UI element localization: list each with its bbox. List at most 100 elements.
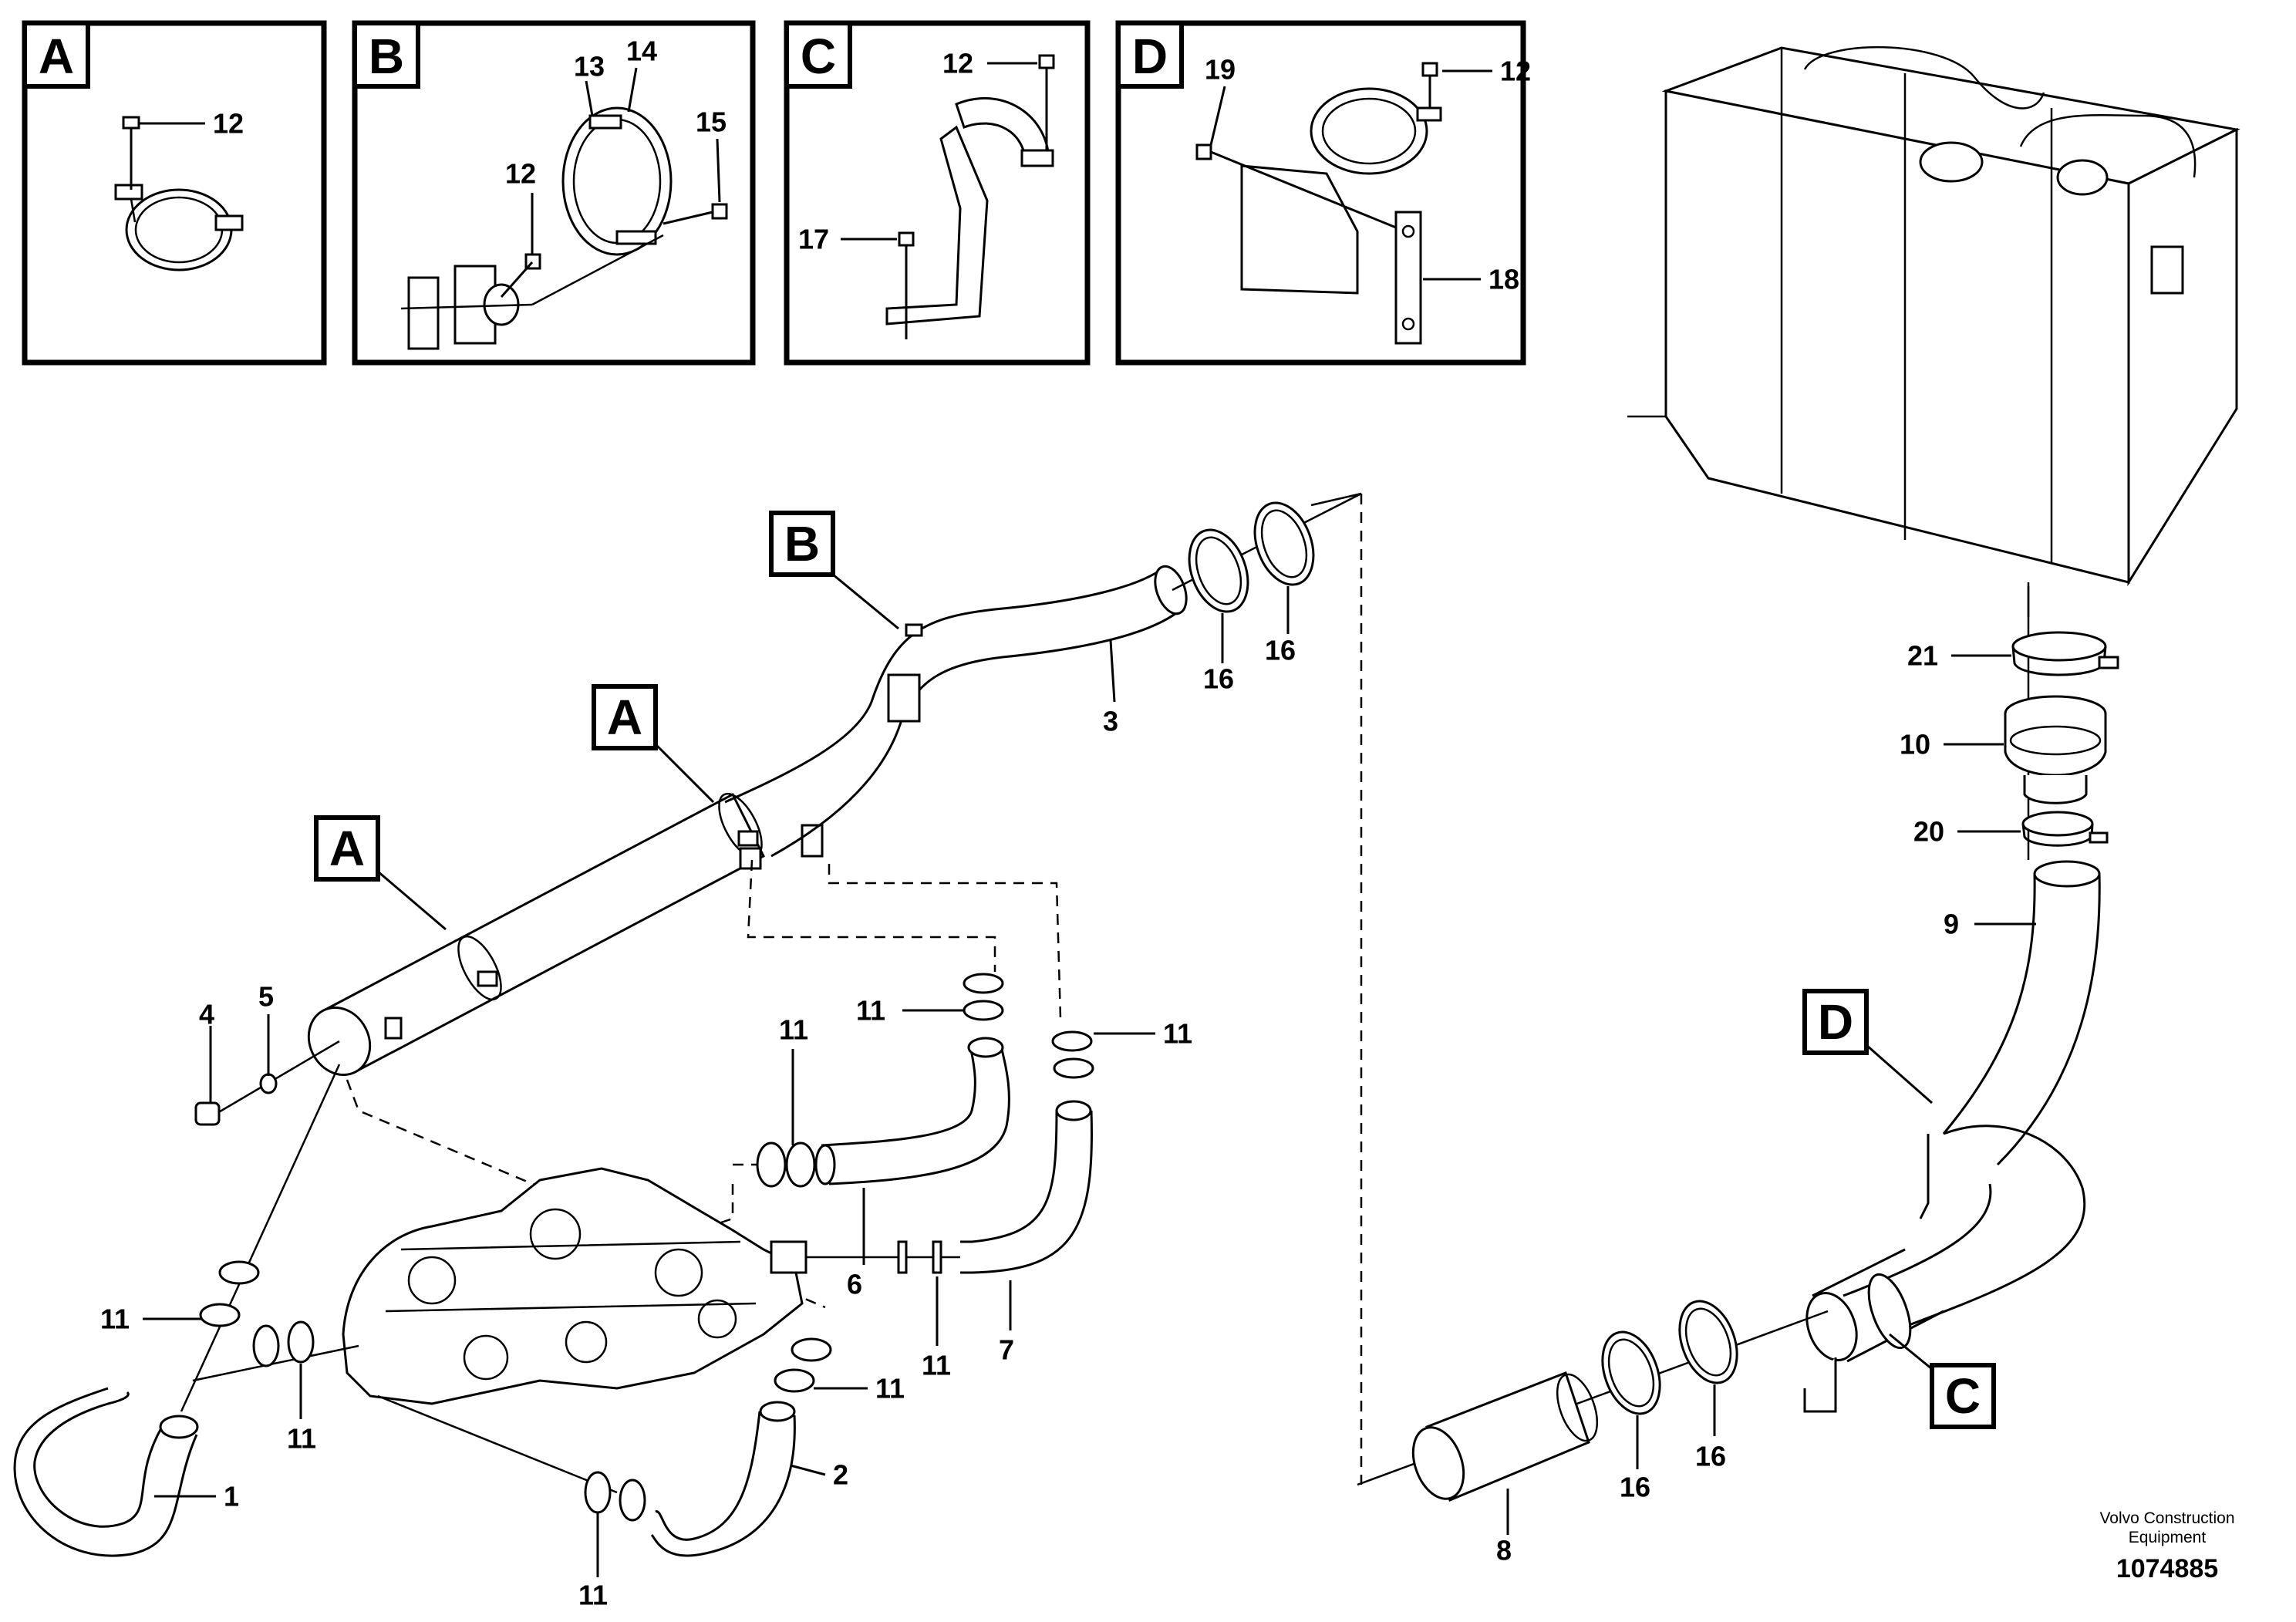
callout-11-hose7: 11 [1163, 1018, 1192, 1050]
callout-12-detail-c: 12 [942, 48, 973, 79]
detail-tag-b-main: B [784, 516, 820, 572]
washer-5 [259, 1073, 278, 1094]
callout-12-detail-d: 12 [1500, 56, 1531, 87]
detail-tag-a-upper-main: A [607, 690, 642, 745]
callout-2: 2 [833, 1459, 848, 1491]
callout-21: 21 [1907, 640, 1938, 672]
callout-11-hose6-left: 11 [779, 1014, 808, 1046]
detail-view-a: A 12 [22, 20, 327, 366]
clamp-11-hose7-left-b [932, 1240, 942, 1274]
callout-4: 4 [199, 999, 214, 1030]
clamp-11-hose7-left-a [897, 1240, 908, 1274]
pipe-8 [1411, 1371, 1599, 1502]
callout-20: 20 [1913, 816, 1944, 848]
callout-3: 3 [1103, 706, 1118, 737]
callout-16-a: 16 [1203, 663, 1234, 695]
pipe-9 [1942, 860, 2101, 1166]
bracket-plates [400, 265, 533, 350]
pipe-3 [724, 565, 1188, 858]
clamp-11-hose2-mid [774, 1368, 815, 1393]
brand-line-1: Volvo Construction [2099, 1509, 2234, 1527]
callout-16-b: 16 [1265, 635, 1296, 666]
bolt-12-d [1421, 62, 1438, 108]
routing-dashed-7 [828, 864, 1062, 1019]
callout-7: 7 [999, 1334, 1014, 1366]
hose-6 [814, 1037, 1010, 1185]
callout-14: 14 [626, 35, 657, 67]
clamp-11-hose7-mid [1053, 1057, 1094, 1079]
clamp-11-hose1-bottom [199, 1303, 241, 1327]
callout-8: 8 [1496, 1535, 1512, 1566]
detail-view-c-tag: C [801, 29, 836, 84]
detail-view-b-tag: B [369, 29, 404, 84]
detail-view-c: C 12 17 [784, 20, 1091, 366]
tank-assembly [1627, 46, 2240, 617]
detail-view-b: B 13 14 15 12 [352, 20, 756, 366]
clamp-11-hose1-top [218, 1260, 260, 1285]
detail-view-d: D 19 12 18 [1115, 20, 1531, 366]
bolt-19 [1195, 143, 1397, 229]
callout-11-hose2: 11 [875, 1373, 905, 1404]
detail-view-d-tag: D [1132, 29, 1168, 84]
plug-4 [194, 1101, 221, 1126]
clamp-with-bracket [114, 184, 244, 271]
callout-11-hose1-side: 11 [287, 1423, 316, 1455]
bolt-15 [663, 203, 728, 225]
detail-tag-c-main: C [1945, 1368, 1981, 1424]
hose-2 [650, 1401, 796, 1557]
clamp-11-hose1-side-a [252, 1324, 280, 1367]
callout-15: 15 [696, 106, 727, 138]
clamp-11-hose6-top [963, 973, 1004, 994]
routing-dashed-center [720, 1184, 734, 1224]
clamp-11-hose6-mid [963, 1000, 1004, 1021]
bolt-12-c [1038, 54, 1055, 150]
callout-11-hose7-left: 11 [922, 1350, 951, 1381]
clamp-11-hose6-left-a [756, 1141, 787, 1188]
callout-13: 13 [574, 51, 605, 83]
callout-10: 10 [1900, 729, 1930, 760]
clamp-11-hose1-side-b [287, 1320, 315, 1364]
clamp-20 [2021, 811, 2109, 847]
bolt-17 [898, 231, 915, 339]
callout-17: 17 [798, 224, 829, 255]
callout-6: 6 [847, 1269, 862, 1300]
callout-11-hose1: 11 [100, 1303, 130, 1335]
detail-tag-a-lower-main: A [329, 821, 365, 876]
clamp-16-c [1601, 1330, 1661, 1415]
clamp-11-hose2-lower-a [584, 1471, 612, 1514]
hose-7 [960, 1100, 1093, 1274]
engine-pump-block [342, 1167, 807, 1405]
bolt-12-a [122, 116, 140, 190]
hose-1 [13, 1387, 199, 1557]
bellows-10 [2004, 695, 2107, 804]
callout-16-c: 16 [1620, 1472, 1650, 1503]
detail-view-a-tag: A [39, 29, 74, 84]
callout-11-hose2-lower: 11 [578, 1580, 608, 1611]
clamp-11-hose6-left-b [785, 1141, 816, 1188]
callout-12-detail-b: 12 [505, 158, 536, 190]
callout-11-hose6: 11 [856, 995, 885, 1027]
callout-5: 5 [258, 981, 274, 1013]
clamp-11-hose7-top [1051, 1030, 1093, 1052]
routing-dashed-6 [747, 859, 996, 972]
clamp-with-support-plate [1240, 87, 1442, 295]
callout-16-d: 16 [1695, 1441, 1726, 1472]
callout-19: 19 [1205, 54, 1236, 86]
document-number: 1074885 [2116, 1554, 2218, 1583]
detail-tag-d-main: D [1818, 994, 1853, 1050]
clamp-11-hose2-top [791, 1337, 832, 1362]
clamp-21 [2011, 631, 2119, 676]
clamp-16-d [1678, 1300, 1738, 1384]
split-clamp-13-14 [561, 106, 673, 256]
brand-line-2: Equipment [2129, 1529, 2207, 1546]
callout-18: 18 [1489, 264, 1519, 295]
pipe-elbow-lower [1803, 1125, 2086, 1413]
plate-18 [1394, 211, 1422, 345]
callout-12-detail-a: 12 [213, 108, 244, 140]
clamp-16-a [1188, 528, 1249, 613]
clamp-16-b [1253, 501, 1315, 586]
callout-1: 1 [224, 1481, 239, 1512]
clamp-11-hose2-lower-b [619, 1479, 646, 1522]
support-bracket-with-clamp [885, 96, 1054, 325]
